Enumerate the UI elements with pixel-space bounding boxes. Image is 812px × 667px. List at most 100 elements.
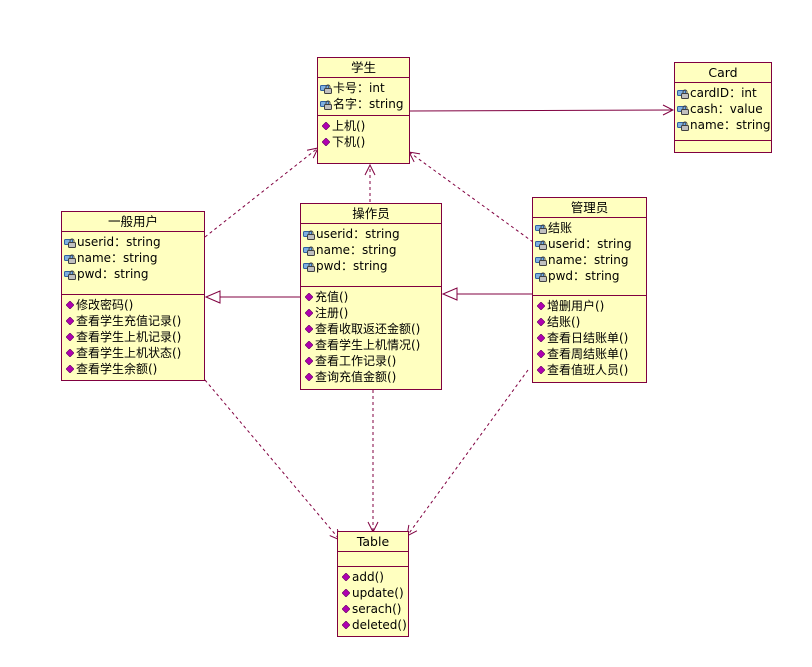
operation-row[interactable]: 增删用户() [535,298,646,314]
operation-row[interactable]: 查看周结账单() [535,346,646,362]
operation-label: add() [352,570,384,584]
operation-label: 结账() [547,315,581,329]
class-name: 一般用户 [62,212,204,232]
attribute-row[interactable]: name：string [303,242,441,258]
attribute-label: pwd：string [548,269,620,283]
lock-field-icon [677,121,689,131]
operation-row[interactable]: 充值() [303,289,441,305]
operation-row[interactable]: 查看学生充值记录() [64,313,204,329]
operations-compartment: 修改密码()查看学生充值记录()查看学生上机记录() 查看学生上机状态()查看学生… [62,295,204,380]
attribute-row[interactable]: pwd：string [64,266,204,282]
dependency-user-table [204,379,340,540]
class-name: 管理员 [533,198,646,218]
attribute-row[interactable]: name：string [64,250,204,266]
operation-row[interactable]: serach() [340,601,408,617]
operations-compartment: 充值()注册()查看收取返还金额() 查看学生上机情况() 查看工作记录() 查询充值… [301,287,441,388]
operation-label: 修改密码() [76,298,134,312]
operation-label: 下机() [332,135,366,149]
class-table[interactable]: Table add()update()serach()deleted() [337,531,409,637]
operation-label: 增删用户() [547,299,605,313]
attribute-row[interactable]: userid：string [535,236,646,252]
operation-row[interactable]: 注册() [303,305,441,321]
operation-label: update() [352,586,404,600]
operation-label: 查看值班人员() [547,363,629,377]
attribute-label: name：string [690,118,771,132]
attribute-row[interactable]: pwd：string [535,268,646,284]
attribute-label: name：string [548,253,629,267]
attribute-label: pwd：string [77,267,149,281]
dependency-admin-student [409,152,534,243]
attribute-row[interactable]: 名字：string [320,96,409,112]
method-icon [537,318,545,326]
method-icon [342,589,350,597]
operation-row[interactable]: 查看工作记录() [303,353,441,369]
operation-row[interactable]: 查询充值金额() [303,369,441,385]
lock-field-icon [677,105,689,115]
operation-label: 查看工作记录() [315,354,397,368]
lock-field-icon [303,246,315,256]
method-icon [305,341,313,349]
attribute-row[interactable]: name：string [677,117,771,133]
attribute-row[interactable]: pwd：string [303,258,441,274]
attribute-label: userid：string [316,227,400,241]
operation-row[interactable]: update() [340,585,408,601]
operation-row[interactable]: deleted() [340,617,408,633]
operation-row[interactable]: 查看日结账单() [535,330,646,346]
operation-row[interactable]: 查看学生余额() [64,361,204,377]
operation-label: 查看学生上机记录() [76,330,182,344]
operation-row[interactable]: 查看收取返还金额() [303,321,441,337]
method-icon [305,293,313,301]
attribute-row[interactable]: 卡号：int [320,80,409,96]
operation-label: 查看收取返还金额() [315,322,421,336]
lock-field-icon [64,238,76,248]
attribute-row[interactable]: 结账 [535,220,646,236]
operation-row[interactable]: 查看学生上机状态() [64,345,204,361]
operation-row[interactable]: 查看学生上机情况() [303,337,441,353]
operation-label: 查看日结账单() [547,331,629,345]
operations-compartment: 增删用户() 结账() 查看日结账单()查看周结账单()查看值班人员() [533,296,646,381]
lock-field-icon [535,256,547,266]
attributes-compartment [338,552,408,567]
attribute-label: pwd：string [316,259,388,273]
attribute-label: 名字：string [333,97,404,111]
operation-row[interactable]: add() [340,569,408,585]
method-icon [537,366,545,374]
operation-label: 充值() [315,290,349,304]
attribute-label: userid：string [548,237,632,251]
method-icon [305,357,313,365]
operation-label: 查看学生上机情况() [315,338,421,352]
method-icon [322,122,330,130]
method-icon [342,605,350,613]
attribute-row[interactable]: name：string [535,252,646,268]
operation-row[interactable]: 修改密码() [64,297,204,313]
operation-label: 查询充值金额() [315,370,397,384]
method-icon [66,365,74,373]
method-icon [305,309,313,317]
method-icon [66,301,74,309]
lock-field-icon [677,89,689,99]
operation-row[interactable]: 下机() [320,134,409,150]
operations-compartment [675,141,771,149]
operation-row[interactable]: 上机() [320,118,409,134]
attribute-label: cardID：int [690,86,757,100]
method-icon [342,573,350,581]
operation-row[interactable]: 查看学生上机记录() [64,329,204,345]
operation-label: 上机() [332,119,366,133]
operation-row[interactable]: 查看值班人员() [535,362,646,378]
operations-compartment: add() update()serach()deleted() [338,567,408,636]
attribute-row[interactable]: cash：value [677,101,771,117]
operation-row[interactable]: 结账() [535,314,646,330]
operation-label: 查看学生上机状态() [76,346,182,360]
method-icon [66,349,74,357]
attribute-row[interactable]: userid：string [303,226,441,242]
attribute-row[interactable]: userid：string [64,234,204,250]
attribute-row[interactable]: cardID：int [677,85,771,101]
